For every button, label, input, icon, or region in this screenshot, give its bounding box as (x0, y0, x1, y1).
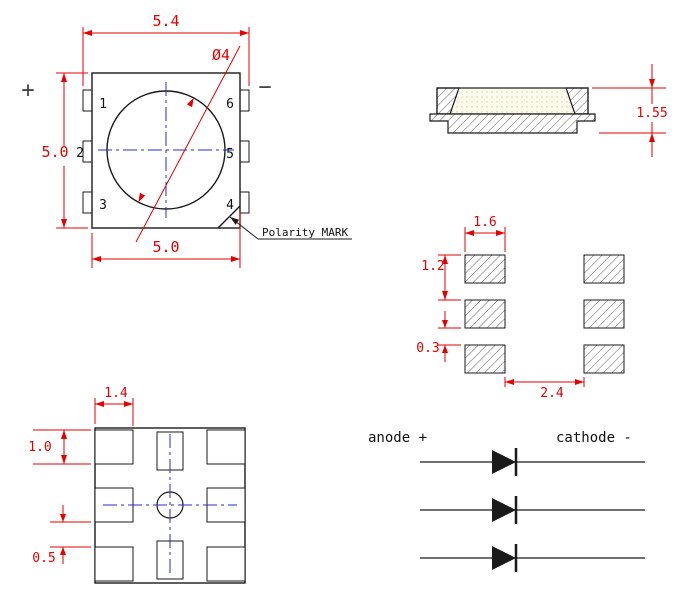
pin-1-label: 1 (99, 97, 107, 112)
dim-body-height: 5.0 (41, 143, 68, 161)
pin-4-label: 4 (226, 198, 234, 213)
dim-pad-pitch: 1.2 (421, 259, 444, 274)
dim-row-gap: 0.3 (416, 341, 439, 356)
dim-bottom-pad-gap: 0.5 (32, 551, 55, 566)
dim-lens-diameter: Ø4 (212, 46, 230, 64)
pin-3-label: 3 (99, 198, 107, 213)
height-dimension: 1.55 (592, 64, 668, 157)
dim-pad-width: 1.6 (473, 215, 496, 230)
pin-2-label: 2 (76, 146, 84, 161)
bottom-pad-gap-dimension: 0.5 (32, 505, 91, 566)
anode-label: anode + (368, 430, 427, 446)
top-view: Ø4 5.4 5.0 5.0 (21, 12, 352, 268)
dim-bottom-pad-width: 1.4 (104, 386, 128, 401)
dim-bottom-pad-height: 1.0 (28, 440, 51, 455)
diode-symbol-1 (420, 448, 645, 476)
plus-sign: + (21, 78, 34, 103)
solder-pads (464, 254, 625, 374)
pad-width-dimension: 1.6 (464, 215, 506, 252)
polarity-chamfer (217, 205, 241, 229)
substrate-section (429, 113, 596, 134)
pad-layout: 1.6 1.2 0.3 2.4 (416, 215, 625, 401)
dim-height: 1.55 (636, 106, 667, 121)
minus-sign: − (258, 75, 271, 100)
side-view: 1.55 (429, 64, 668, 157)
schematic: anode + cathode - (368, 430, 645, 572)
polarity-mark-callout: Polarity MARK (229, 216, 352, 240)
overall-width-dimension: 5.4 (82, 12, 250, 86)
row-gap-dimension: 0.3 (416, 311, 461, 362)
bottom-pad-height-dimension: 1.0 (28, 429, 91, 465)
bottom-pads (94, 429, 246, 582)
diode-symbol-2 (420, 496, 645, 524)
dim-overall-width: 5.4 (152, 12, 179, 30)
cathode-label: cathode - (556, 430, 632, 446)
column-gap-dimension: 2.4 (504, 377, 585, 401)
dim-column-gap: 2.4 (540, 386, 564, 401)
pin-6-label: 6 (226, 97, 234, 112)
bottom-view: 1.4 1.0 0.5 (28, 386, 246, 584)
dim-body-width: 5.0 (152, 238, 179, 256)
pin-5-label: 5 (226, 147, 234, 162)
body-width-dimension: 5.0 (91, 212, 241, 268)
diode-symbol-3 (420, 544, 645, 572)
body-height-dimension: 5.0 (41, 72, 88, 229)
lens-diameter-dimension: Ø4 (135, 45, 241, 243)
pad-pitch-dimension: 1.2 (421, 254, 461, 301)
encapsulant-section (450, 88, 575, 114)
bottom-pad-width-dimension: 1.4 (94, 386, 134, 426)
pin-number-labels: 1 2 3 6 5 4 (76, 97, 234, 213)
polarity-mark-label: Polarity MARK (262, 226, 348, 239)
